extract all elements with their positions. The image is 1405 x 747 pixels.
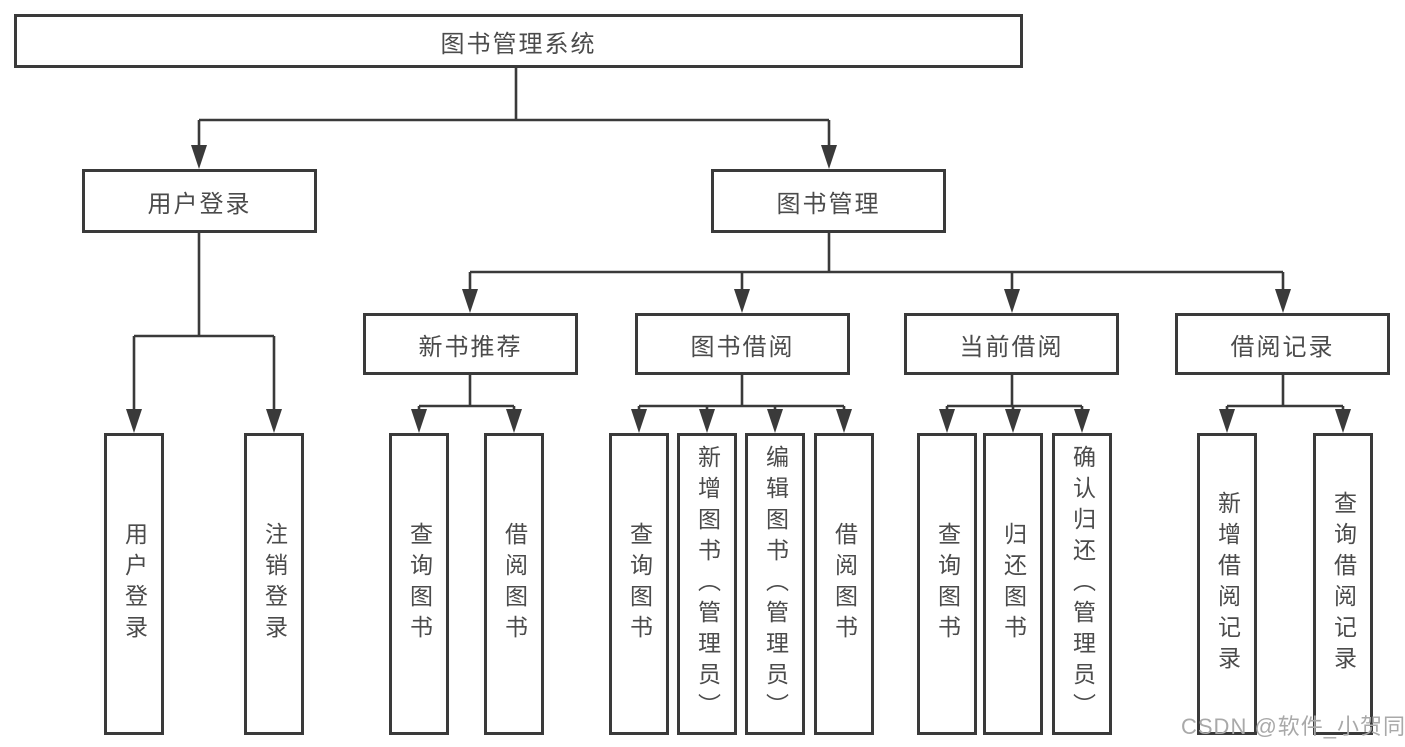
node-label: 借阅图书 xyxy=(831,522,858,646)
node-return-books: 归还图书 xyxy=(983,433,1043,735)
node-borrow-books-leaf: 借阅图书 xyxy=(814,433,874,735)
node-label: 查询借阅记录 xyxy=(1330,491,1357,677)
node-label: 编辑图书（管理员） xyxy=(762,444,789,724)
node-query-books-borrow: 查询图书 xyxy=(609,433,669,735)
node-user-login: 用户登录 xyxy=(82,169,317,233)
node-query-books-current: 查询图书 xyxy=(917,433,977,735)
watermark: CSDN @软件_小贺同学 xyxy=(1181,714,1405,739)
node-query-books-recommend: 查询图书 xyxy=(389,433,449,735)
node-add-borrow-record: 新增借阅记录 xyxy=(1197,433,1257,735)
node-login-leaf: 用户登录 xyxy=(104,433,164,735)
node-borrow-records: 借阅记录 xyxy=(1175,313,1390,375)
node-label: 新增借阅记录 xyxy=(1214,491,1241,677)
node-logout-leaf: 注销登录 xyxy=(244,433,304,735)
node-book-borrow: 图书借阅 xyxy=(635,313,850,375)
node-add-books-admin: 新增图书（管理员） xyxy=(677,433,737,735)
node-label: 确认归还（管理员） xyxy=(1069,444,1096,724)
arrowhead-icons xyxy=(126,145,1351,433)
node-label: 注销登录 xyxy=(261,522,288,646)
node-new-book-recommend: 新书推荐 xyxy=(363,313,578,375)
node-label: 归还图书 xyxy=(1000,522,1027,646)
node-label: 新增图书（管理员） xyxy=(694,444,721,724)
node-label: 查询图书 xyxy=(626,522,653,646)
node-current-borrow: 当前借阅 xyxy=(904,313,1119,375)
node-query-borrow-record: 查询借阅记录 xyxy=(1313,433,1373,735)
node-library-system: 图书管理系统 xyxy=(14,14,1023,68)
node-confirm-return-admin: 确认归还（管理员） xyxy=(1052,433,1112,735)
node-label: 用户登录 xyxy=(121,522,148,646)
node-label: 查询图书 xyxy=(934,522,961,646)
node-label: 查询图书 xyxy=(406,522,433,646)
node-book-management: 图书管理 xyxy=(711,169,946,233)
node-borrow-books-recommend: 借阅图书 xyxy=(484,433,544,735)
node-label: 借阅图书 xyxy=(501,522,528,646)
node-edit-books-admin: 编辑图书（管理员） xyxy=(745,433,805,735)
